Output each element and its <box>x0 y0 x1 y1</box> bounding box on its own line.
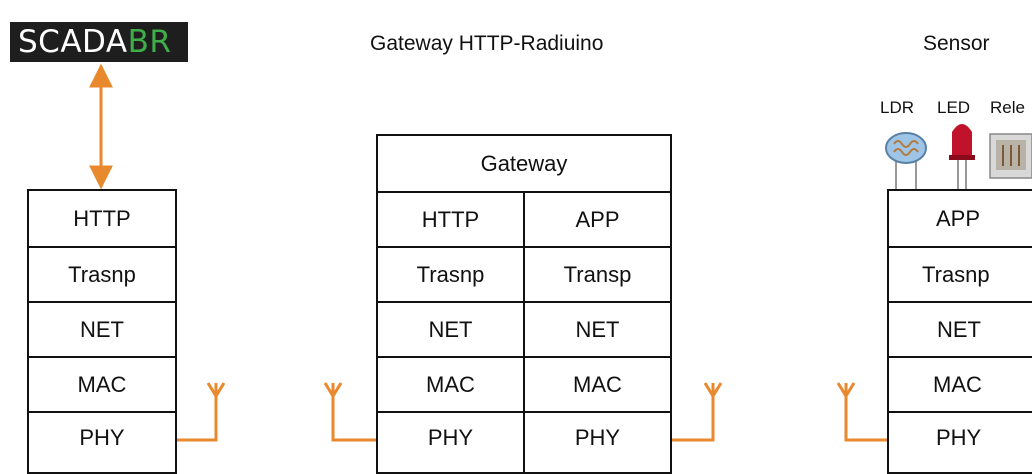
gateway-layer-mac-right: MAC <box>523 358 670 411</box>
scadabr-protocol-stack: HTTP Trasnp NET MAC PHY <box>27 189 177 474</box>
relay-icon <box>989 133 1032 179</box>
layer-row: MAC MAC <box>378 356 670 411</box>
gateway-layer-mac-left: MAC <box>426 371 475 397</box>
gateway-layer-app: APP <box>523 193 670 246</box>
layer-row: HTTP <box>29 191 175 246</box>
sensor-layer-mac: MAC <box>933 371 982 397</box>
layer-row: APP <box>889 191 1032 246</box>
scadabr-logo: SCADABR <box>10 22 188 62</box>
layer-row: PHY <box>29 411 175 472</box>
gateway-protocol-stack: Gateway HTTP APP Trasnp Transp NET NET M… <box>376 134 672 474</box>
sensor-protocol-stack: APP Trasnp NET MAC PHY <box>887 189 1032 474</box>
antenna-icon <box>703 382 723 399</box>
sensor-layer-phy: PHY <box>936 425 982 450</box>
component-label-rele: Rele <box>990 98 1025 117</box>
layer-row: NET NET <box>378 301 670 356</box>
layer-row: Trasnp <box>29 246 175 301</box>
layer-row: PHY PHY <box>378 411 670 472</box>
gateway-layer-phy-left: PHY <box>427 425 474 450</box>
gateway-layer-trasnp: Trasnp <box>416 261 485 287</box>
antenna-icon <box>206 382 226 399</box>
sensor-layer-app: APP <box>936 205 981 231</box>
component-label-led: LED <box>937 98 971 117</box>
led-icon <box>949 124 975 193</box>
layer-net: NET <box>80 316 124 342</box>
gateway-layer-http: HTTP <box>421 206 480 232</box>
layer-row: Trasnp Transp <box>378 246 670 301</box>
gateway-layer-net-left: NET <box>428 316 473 342</box>
layer-row: MAC <box>889 356 1032 411</box>
left-phy-link <box>176 388 218 442</box>
layer-row: MAC <box>29 356 175 411</box>
gateway-layer-net-right: NET <box>523 303 670 356</box>
antenna-icon <box>323 382 343 399</box>
gateway-header-row: Gateway <box>378 136 670 191</box>
gateway-left-phy-link <box>331 388 377 442</box>
layer-phy: PHY <box>79 425 125 450</box>
layer-mac: MAC <box>77 371 127 397</box>
logo-accent-text: BR <box>127 24 172 60</box>
component-label-ldr: LDR <box>880 98 915 117</box>
sensor-title: Sensor <box>923 32 990 55</box>
layer-row: HTTP APP <box>378 191 670 246</box>
gateway-title: Gateway HTTP-Radiuino <box>370 32 604 55</box>
ldr-icon <box>885 132 927 193</box>
sensor-layer-net: NET <box>937 316 981 342</box>
layer-http: HTTP <box>73 205 131 231</box>
layer-transport: Trasnp <box>68 261 136 287</box>
layer-row: Trasnp <box>889 246 1032 301</box>
logo-text: SCADA <box>18 24 128 60</box>
sensor-layer-trasnp: Trasnp <box>922 261 990 287</box>
gateway-right-phy-link <box>670 388 715 442</box>
link-lines <box>89 63 1032 442</box>
gateway-layer-transp: Transp <box>523 248 670 301</box>
gateway-header: Gateway <box>480 150 568 176</box>
antenna-icon <box>836 382 856 399</box>
layer-row: NET <box>889 301 1032 356</box>
sensor-phy-link <box>844 388 888 442</box>
gateway-layer-phy-right: PHY <box>523 413 670 472</box>
layer-row: PHY <box>889 411 1032 472</box>
layer-row: NET <box>29 301 175 356</box>
